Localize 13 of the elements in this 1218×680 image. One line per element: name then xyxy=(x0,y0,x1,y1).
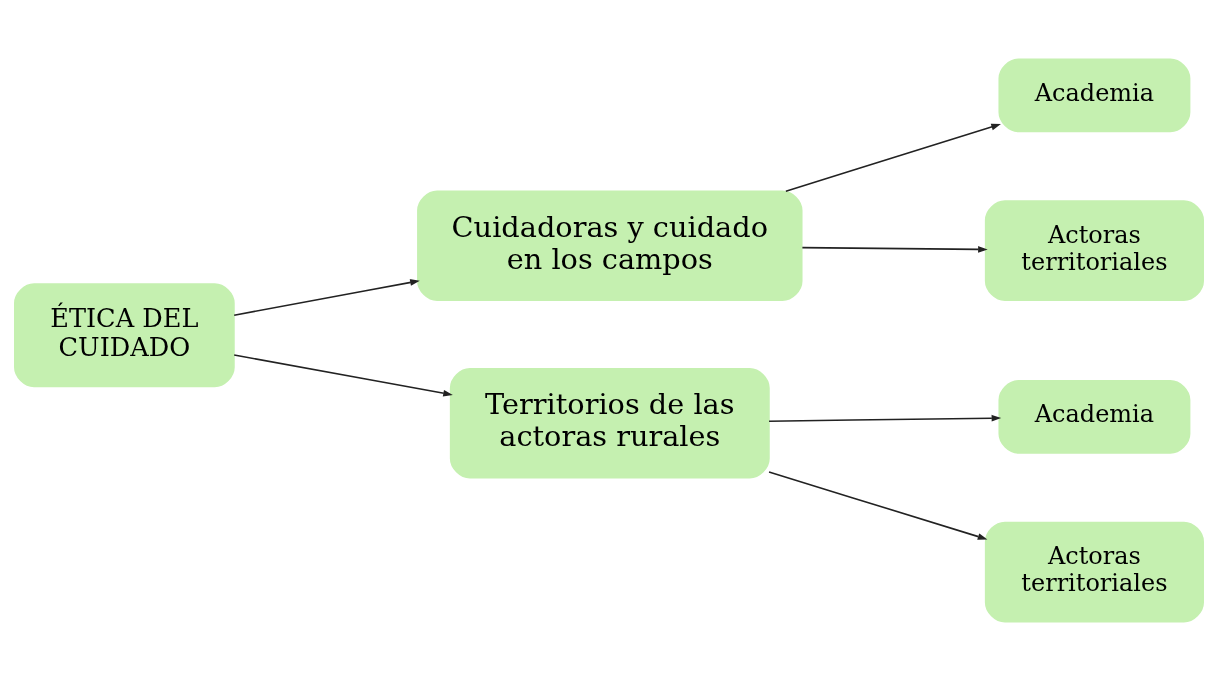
arrow xyxy=(801,245,988,253)
node-box: Actoras territoriales xyxy=(984,521,1204,622)
arrow xyxy=(768,414,1002,422)
arrow xyxy=(785,123,1001,192)
arrow xyxy=(233,278,420,316)
node-box: Academia xyxy=(998,58,1191,132)
node-box: Cuidadoras y cuidado en los campos xyxy=(417,190,803,301)
node-box: Actoras territoriales xyxy=(984,199,1204,301)
node-box: Territorios de las actoras rurales xyxy=(449,367,770,478)
node-box: Academia xyxy=(998,379,1191,454)
node-box: ÉTICA DEL CUIDADO xyxy=(14,282,235,387)
arrow xyxy=(233,353,453,396)
arrow xyxy=(768,470,988,540)
